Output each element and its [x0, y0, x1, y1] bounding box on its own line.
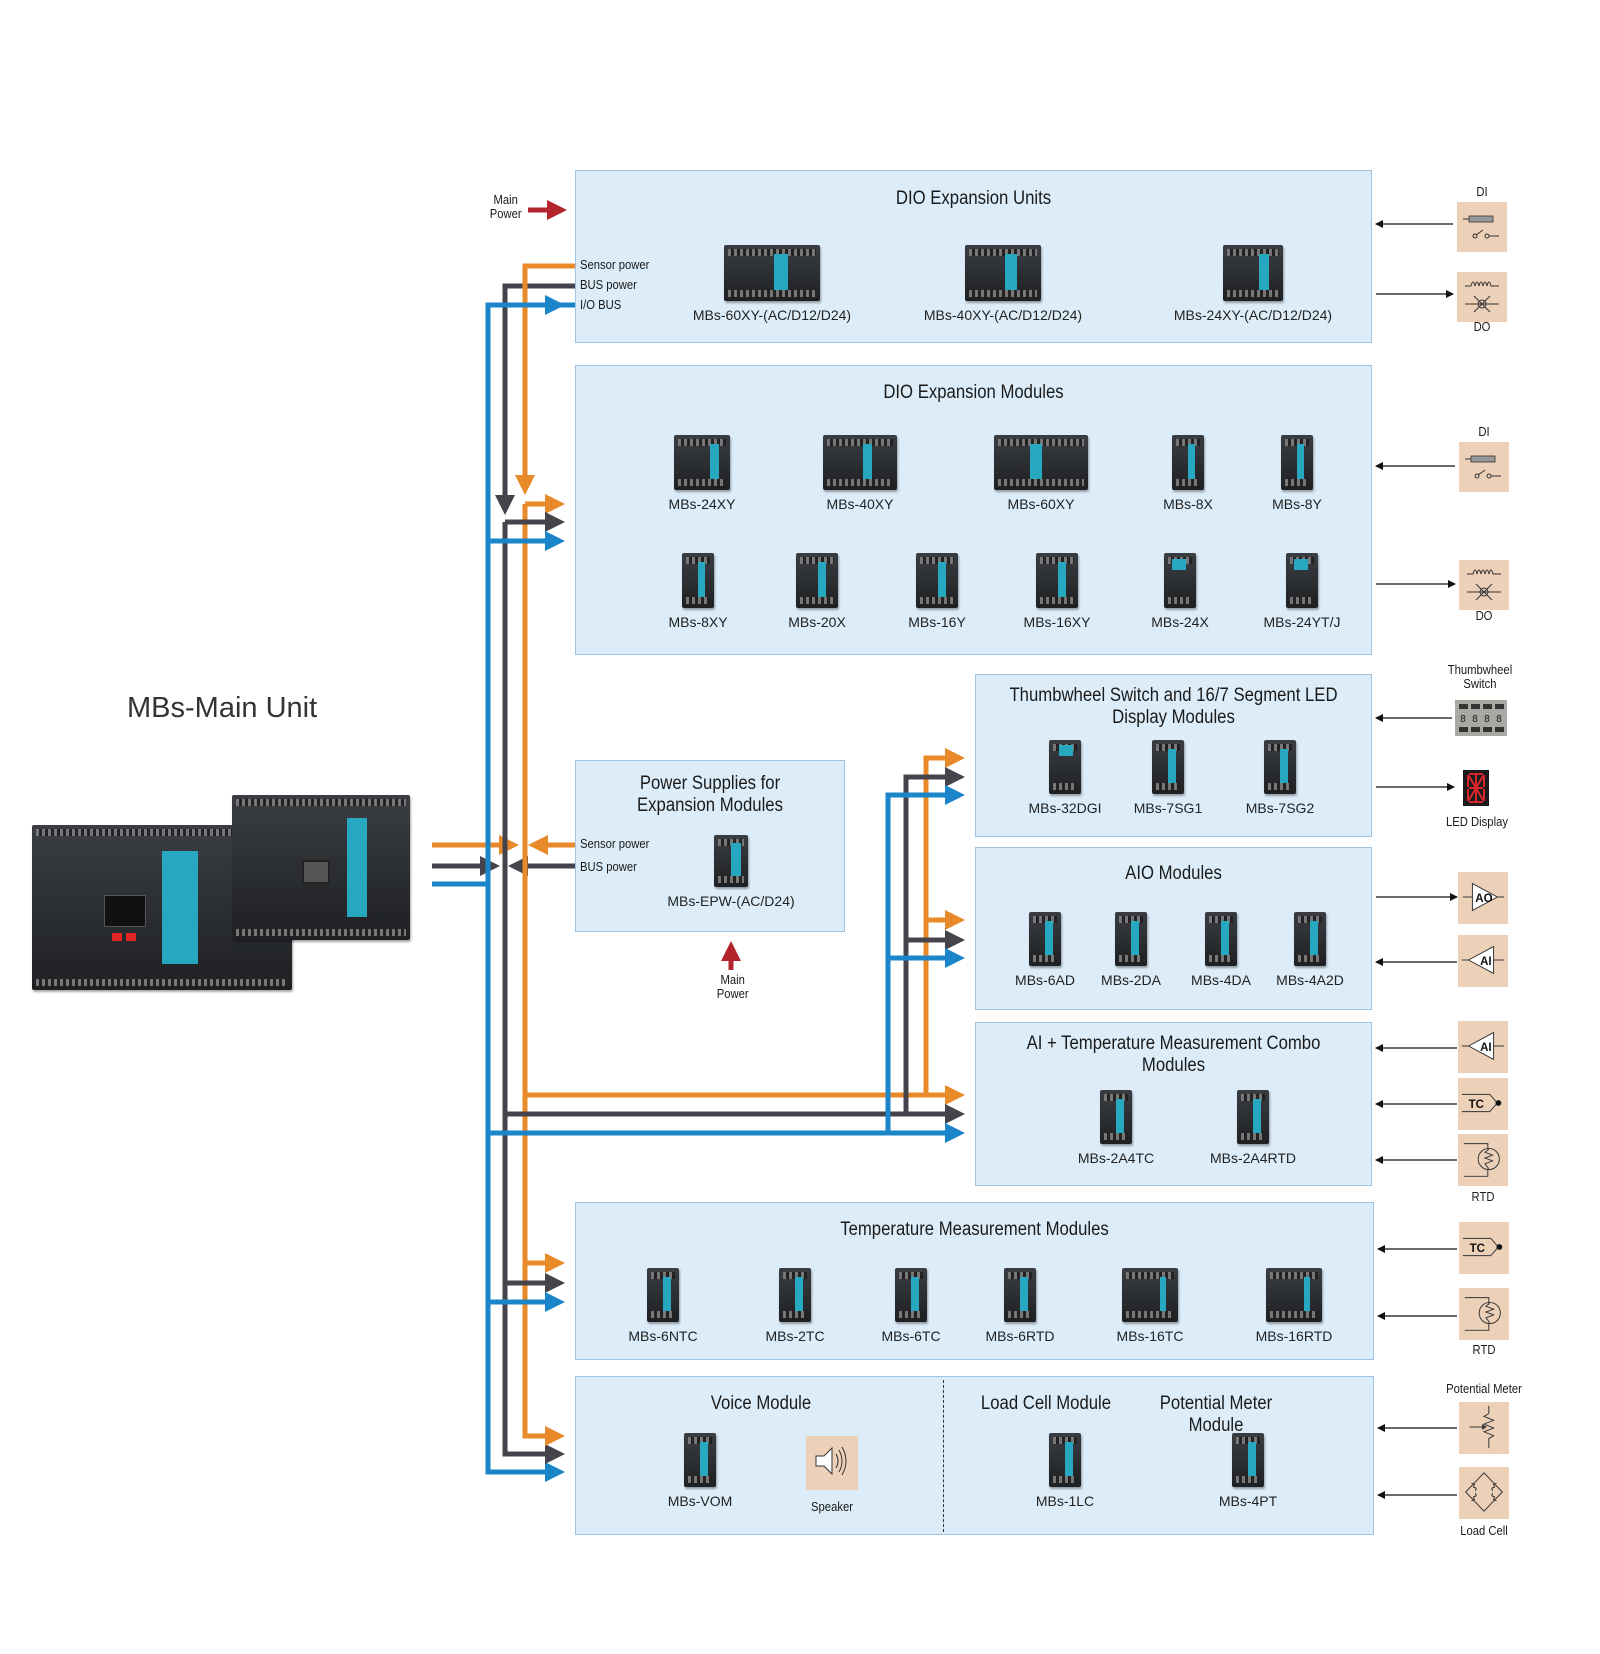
load-cell-bridge-icon — [1459, 1467, 1509, 1519]
device-mbs-24xy-unit[interactable]: MBs-24XY-(AC/D12/D24) — [1163, 245, 1343, 323]
io-bus-trunk — [485, 302, 575, 1482]
rtd-label-2: RTD — [1472, 1343, 1496, 1357]
svg-text:AI: AI — [1480, 1042, 1492, 1054]
svg-text:8: 8 — [1484, 714, 1490, 725]
device-mbs-4da[interactable]: MBs-4DA — [1131, 912, 1311, 988]
ps-bus-power-label: BUS power — [580, 860, 637, 874]
device-mbs-40xy[interactable]: MBs-40XY — [770, 435, 950, 512]
analog-input-icon: AI — [1458, 935, 1508, 987]
group-title: DIO Expansion Units — [895, 188, 1052, 209]
group-title: Temperature Measurement Modules — [840, 1219, 1109, 1240]
device-mbs-16rtd[interactable]: MBs-16RTD — [1204, 1268, 1384, 1344]
ps-sensor-power-label: Sensor power — [580, 837, 650, 851]
group-title: AI + Temperature Measurement Combo Modul… — [1026, 1033, 1321, 1076]
group-ai-temp-combo: AI + Temperature Measurement Combo Modul… — [975, 1022, 1372, 1186]
do-label: DO — [1473, 320, 1491, 334]
di-label: DI — [1476, 185, 1488, 199]
main-io-bus-line — [432, 881, 491, 1472]
section-divider — [943, 1380, 944, 1532]
group-temperature-modules: Temperature Measurement Modules — [575, 1202, 1374, 1360]
speaker-label: Speaker — [811, 1500, 853, 1514]
potential-meter-label: Potential Meter — [1446, 1382, 1522, 1396]
svg-text:TC: TC — [1469, 1099, 1484, 1111]
do-label-2: DO — [1475, 609, 1493, 623]
bus-power-trunk — [502, 522, 565, 1464]
device-mbs-epw[interactable]: MBs-EPW-(AC/D24) — [641, 835, 821, 909]
load-cell-label: Load Cell — [1460, 1524, 1508, 1538]
potential-meter-title: Potential Meter Module — [1159, 1393, 1273, 1436]
device-mbs-4pt[interactable]: MBs-4PT — [1158, 1433, 1338, 1509]
potentiometer-icon — [1459, 1402, 1509, 1454]
device-mbs-40xy-unit[interactable]: MBs-40XY-(AC/D12/D24) — [913, 245, 1093, 323]
device-mbs-6ntc[interactable]: MBs-6NTC — [573, 1268, 753, 1344]
device-mbs-2da[interactable]: MBs-2DA — [1041, 912, 1221, 988]
rtd-icon — [1459, 1288, 1509, 1340]
svg-text:8: 8 — [1496, 714, 1502, 725]
sensor-power-trunk-top — [515, 263, 575, 495]
device-mbs-8x[interactable]: MBs-8X — [1098, 435, 1278, 512]
sensor-power-label: Sensor power — [580, 258, 650, 272]
device-mbs-24yt-j[interactable]: MBs-24YT/J — [1212, 553, 1392, 630]
device-mbs-6rtd[interactable]: MBs-6RTD — [930, 1268, 1110, 1344]
di-label-2: DI — [1478, 425, 1490, 439]
main-unit-title: MBs-Main Unit — [127, 692, 318, 724]
device-mbs-60xy-unit[interactable]: MBs-60XY-(AC/D12/D24) — [682, 245, 862, 323]
device-mbs-24xy[interactable]: MBs-24XY — [612, 435, 792, 512]
device-mbs-6tc[interactable]: MBs-6TC — [821, 1268, 1001, 1344]
analog-input-icon: AI — [1458, 1021, 1508, 1073]
svg-text:8: 8 — [1460, 714, 1466, 725]
device-mbs-8y[interactable]: MBs-8Y — [1207, 435, 1387, 512]
device-mbs-8xy[interactable]: MBs-8XY — [608, 553, 788, 630]
device-mbs-7sg1[interactable]: MBs-7SG1 — [1078, 740, 1258, 816]
device-mbs-6ad[interactable]: MBs-6AD — [955, 912, 1135, 988]
thermocouple-icon: TC — [1458, 1078, 1508, 1130]
device-mbs-32dgi[interactable]: MBs-32DGI — [975, 740, 1155, 816]
device-mbs-7sg2[interactable]: MBs-7SG2 — [1190, 740, 1370, 816]
device-mbs-16tc[interactable]: MBs-16TC — [1060, 1268, 1240, 1344]
svg-text:AI: AI — [1480, 956, 1492, 968]
digital-input-sensor-icon — [1459, 442, 1509, 492]
led-display-icon — [1463, 770, 1489, 806]
bus-power-trunk-top — [495, 283, 575, 515]
svg-text:AO: AO — [1475, 893, 1492, 905]
thermocouple-icon: TC — [1459, 1222, 1509, 1274]
voice-title: Voice Module — [710, 1393, 812, 1414]
digital-input-sensor-icon — [1457, 202, 1507, 252]
device-mbs-2a4tc[interactable]: MBs-2A4TC — [1026, 1090, 1206, 1166]
digital-output-relay-icon — [1459, 560, 1509, 610]
device-mbs-16xy[interactable]: MBs-16XY — [967, 553, 1147, 630]
device-mbs-24x[interactable]: MBs-24X — [1090, 553, 1270, 630]
rtd-icon — [1458, 1134, 1508, 1186]
device-mbs-1lc[interactable]: MBs-1LC — [975, 1433, 1155, 1509]
device-mbs-16y[interactable]: MBs-16Y — [847, 553, 1027, 630]
device-mbs-20x[interactable]: MBs-20X — [727, 553, 907, 630]
sensor-power-trunk — [522, 504, 565, 1446]
device-mbs-2tc[interactable]: MBs-2TC — [705, 1268, 885, 1344]
group-title: DIO Expansion Modules — [883, 382, 1064, 403]
led-display-label: LED Display — [1446, 815, 1508, 829]
speaker-icon — [806, 1436, 858, 1490]
device-mbs-vom[interactable]: MBs-VOM — [610, 1433, 790, 1509]
group-title: AIO Modules — [1125, 863, 1222, 884]
bus-power-label: BUS power — [580, 278, 637, 292]
analog-output-icon: AO — [1458, 872, 1508, 924]
main-unit-device — [32, 795, 412, 995]
svg-text:8: 8 — [1472, 714, 1478, 725]
digital-output-relay-icon — [1457, 272, 1507, 322]
device-mbs-4a2d[interactable]: MBs-4A2D — [1220, 912, 1400, 988]
rtd-label: RTD — [1471, 1190, 1495, 1204]
io-bus-label: I/O BUS — [580, 298, 622, 312]
device-mbs-2a4rtd[interactable]: MBs-2A4RTD — [1163, 1090, 1343, 1166]
load-cell-title: Load Cell Module — [980, 1393, 1112, 1414]
svg-text:TC: TC — [1470, 1243, 1485, 1255]
device-mbs-60xy[interactable]: MBs-60XY — [951, 435, 1131, 512]
